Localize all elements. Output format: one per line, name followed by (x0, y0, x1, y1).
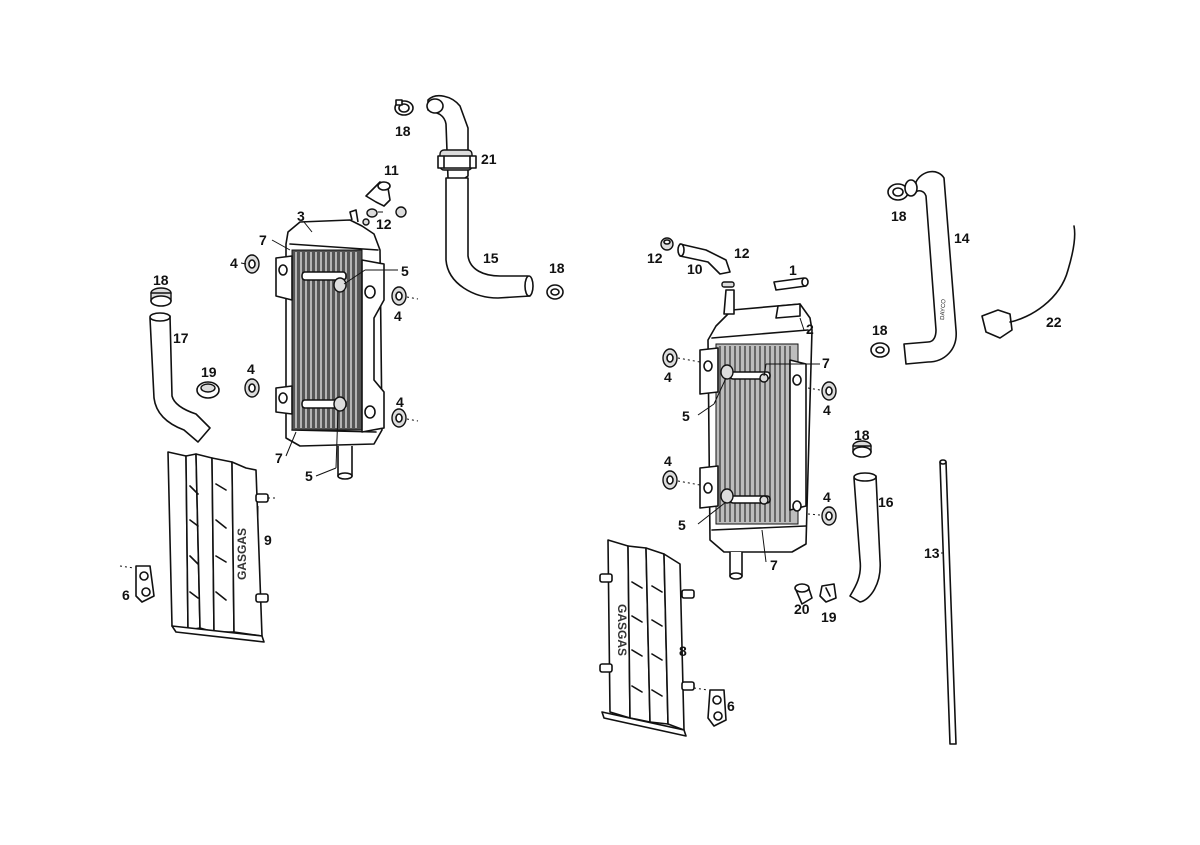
callout-2: 2 (806, 321, 814, 337)
callout-4: 4 (396, 394, 404, 410)
bracket-6-right (693, 687, 727, 727)
callout-18: 18 (395, 123, 411, 139)
callout-6: 6 (122, 587, 130, 603)
hose-10 (677, 243, 731, 275)
grommet-4-right-lower-left (662, 470, 701, 490)
clamp-19-right (819, 583, 837, 603)
callout-6: 6 (727, 698, 735, 714)
right-radiator (699, 289, 813, 580)
callout-7: 7 (822, 355, 830, 371)
callout-15: 15 (483, 250, 499, 266)
callout-7: 7 (770, 557, 778, 573)
callout-4: 4 (230, 255, 238, 271)
sensor-22 (981, 225, 1076, 339)
radiator-guard-9: GASGAS (167, 451, 276, 643)
callout-12: 12 (734, 245, 750, 261)
fitting-20 (794, 583, 813, 605)
hose-16 (849, 472, 881, 603)
callout-12: 12 (376, 216, 392, 232)
callout-12: 12 (647, 250, 663, 266)
callout-5: 5 (401, 263, 409, 279)
guard-brand-left: GASGAS (235, 528, 249, 580)
cap-12-right-small (721, 281, 735, 288)
grommet-4-left-lower-left (244, 378, 260, 398)
left-radiator-core (291, 249, 363, 431)
callout-4: 4 (664, 369, 672, 385)
elbow-11 (365, 181, 391, 207)
callout-4: 4 (664, 453, 672, 469)
ring-19-left (196, 381, 220, 399)
callout-labels: 18 21 11 3 12 7 4 5 15 18 4 18 17 19 4 4… (122, 123, 1062, 714)
tube-1 (773, 277, 809, 291)
callout-4: 4 (394, 308, 402, 324)
callout-14: 14 (954, 230, 970, 246)
callout-8: 8 (679, 643, 687, 659)
grommet-4-right-upper-right (807, 381, 837, 401)
callout-19: 19 (821, 609, 837, 625)
callout-5: 5 (682, 408, 690, 424)
callout-18: 18 (891, 208, 907, 224)
grommet-4-right-upper-left (662, 348, 701, 368)
clamp-18-right-mid (870, 342, 890, 358)
callout-5: 5 (678, 517, 686, 533)
hose-14-print: DAYCO (940, 299, 947, 321)
hose-15-upper (426, 94, 534, 299)
clamp-21 (437, 155, 477, 169)
callout-22: 22 (1046, 314, 1062, 330)
callout-3: 3 (297, 208, 305, 224)
callout-21: 21 (481, 151, 497, 167)
cap-12-right (660, 237, 674, 251)
callout-18: 18 (153, 272, 169, 288)
callout-1: 1 (789, 262, 797, 278)
clamp-18-right-of-15 (546, 284, 564, 300)
callout-18: 18 (872, 322, 888, 338)
callout-9: 9 (264, 532, 272, 548)
callout-5: 5 (305, 468, 313, 484)
callout-4: 4 (823, 489, 831, 505)
callout-16: 16 (878, 494, 894, 510)
callout-4: 4 (823, 402, 831, 418)
clamp-18-right-top (887, 183, 909, 201)
grommet-4-left-upper-left (244, 254, 260, 274)
callout-4: 4 (247, 361, 255, 377)
cap-12-left (362, 206, 407, 226)
grommet-4-right-lower-right (807, 506, 837, 526)
callout-19: 19 (201, 364, 217, 380)
bracket-6-left (119, 565, 155, 603)
guard-brand-right: GASGAS (615, 604, 629, 656)
clamp-18-left (150, 287, 172, 307)
callout-18: 18 (549, 260, 565, 276)
callout-10: 10 (687, 261, 703, 277)
callout-7: 7 (259, 232, 267, 248)
clamp-18-right-lower (852, 440, 872, 458)
callout-17: 17 (173, 330, 189, 346)
callout-11: 11 (384, 162, 399, 178)
callout-13: 13 (924, 545, 940, 561)
hose-14: DAYCO (903, 170, 957, 365)
callout-18: 18 (854, 427, 870, 443)
grommet-4-left-upper-right (391, 286, 419, 306)
callout-7: 7 (275, 450, 283, 466)
leader-lines (240, 211, 944, 563)
tube-13 (939, 459, 957, 745)
callout-20: 20 (794, 601, 810, 617)
clamp-18-top (394, 99, 414, 116)
hose-17 (149, 312, 211, 443)
grommet-4-left-lower-right (391, 408, 419, 428)
radiator-guard-8: GASGAS (599, 539, 695, 737)
left-radiator (275, 209, 385, 480)
